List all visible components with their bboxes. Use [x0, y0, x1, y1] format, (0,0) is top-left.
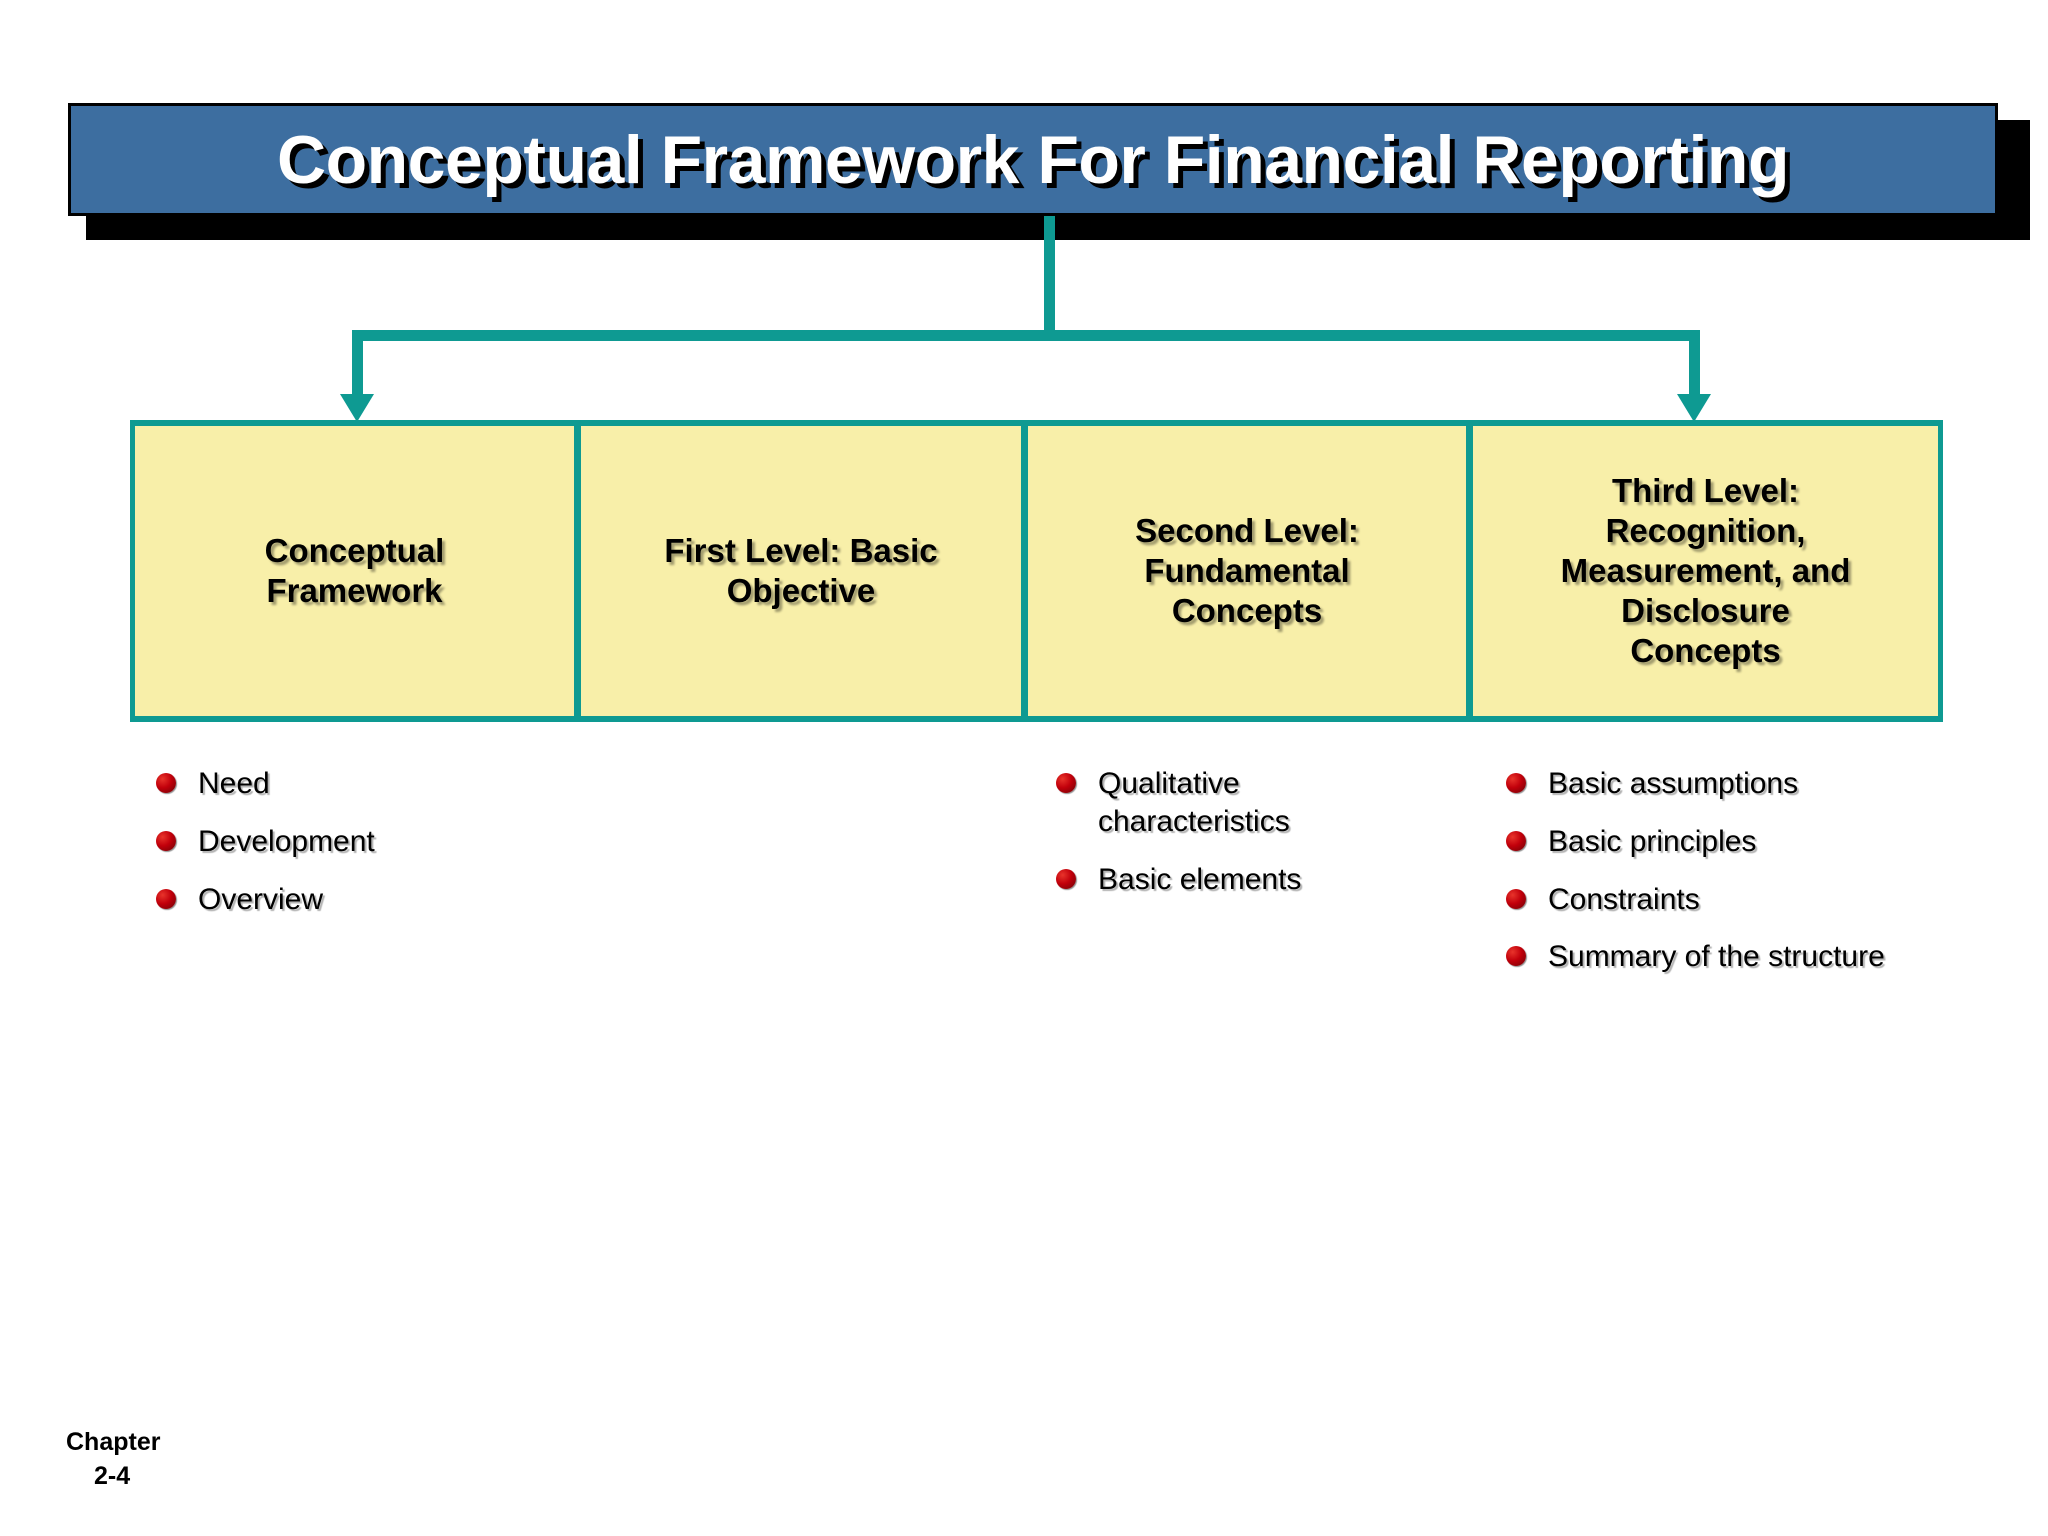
concept-box-second-level[interactable]: Second Level: Fundamental Concepts [1028, 426, 1466, 716]
list-item-label: Basic assumptions [1548, 767, 1799, 800]
arrow-down-right-icon [1677, 394, 1711, 422]
connector-vertical-stem [1044, 216, 1055, 341]
arrow-down-left-icon [340, 394, 374, 422]
page-title: Conceptual Framework For Financial Repor… [277, 121, 1789, 198]
list-item-label: Basic principles [1548, 824, 1757, 858]
connector-right-drop-line [1689, 330, 1700, 396]
bullet-dot-icon [1506, 946, 1526, 967]
concept-box-label: First Level: Basic Objective [664, 532, 938, 609]
bullet-dot-icon [156, 830, 176, 851]
list-item-label: Constraints [1548, 882, 1700, 916]
bullet-dot-icon [1056, 868, 1076, 889]
footer-chapter-number: 2-4 [94, 1461, 131, 1490]
slide-title-banner: Conceptual Framework For Financial Repor… [68, 103, 1998, 216]
list-item[interactable]: Basic principles [1490, 823, 1920, 861]
concept-box-row: Conceptual Framework First Level: Basic … [130, 420, 1943, 722]
bullet-column-second-level: Qualitative characteristics Basic elemen… [1040, 765, 1390, 918]
list-item-label: Development [198, 824, 375, 858]
bullet-column-third-level: Basic assumptions Basic principles Const… [1490, 765, 1920, 996]
list-item-label: Overview [198, 882, 324, 916]
bullet-dot-icon [156, 888, 176, 909]
list-item-label: Summary of the structure [1548, 940, 1885, 974]
concept-box-third-level[interactable]: Third Level: Recognition, Measurement, a… [1473, 426, 1938, 716]
list-item[interactable]: Basic elements [1040, 861, 1390, 899]
concept-box-label: Conceptual Framework [264, 532, 445, 609]
slide-footer: Chapter 2-4 [66, 1426, 160, 1494]
concept-box-label: Second Level: Fundamental Concepts [1135, 512, 1359, 629]
bullet-columns: Need Development Overview Qualitative ch… [130, 765, 1950, 1095]
list-item[interactable]: Constraints [1490, 881, 1920, 919]
list-item[interactable]: Qualitative characteristics [1040, 765, 1390, 841]
bullet-dot-icon [156, 773, 176, 793]
list-item-label: Qualitative characteristics [1098, 767, 1290, 838]
connector-horizontal-bar [352, 330, 1700, 341]
connector-left-drop-line [352, 330, 363, 396]
bullet-column-conceptual-framework: Need Development Overview [140, 765, 560, 938]
list-item[interactable]: Overview [140, 881, 560, 919]
concept-box-conceptual-framework[interactable]: Conceptual Framework [135, 426, 574, 716]
bullet-dot-icon [1506, 830, 1526, 851]
list-item[interactable]: Summary of the structure [1490, 938, 1920, 976]
list-item[interactable]: Need [140, 765, 560, 803]
list-item-label: Need [198, 767, 270, 800]
list-item[interactable]: Development [140, 823, 560, 861]
footer-chapter-label: Chapter [66, 1428, 161, 1456]
bullet-dot-icon [1506, 773, 1526, 793]
list-item-label: Basic elements [1098, 862, 1302, 896]
bullet-dot-icon [1506, 888, 1526, 909]
bullet-dot-icon [1056, 773, 1076, 793]
concept-box-label: Third Level: Recognition, Measurement, a… [1560, 472, 1851, 669]
list-item[interactable]: Basic assumptions [1490, 765, 1920, 803]
concept-box-first-level[interactable]: First Level: Basic Objective [581, 426, 1021, 716]
